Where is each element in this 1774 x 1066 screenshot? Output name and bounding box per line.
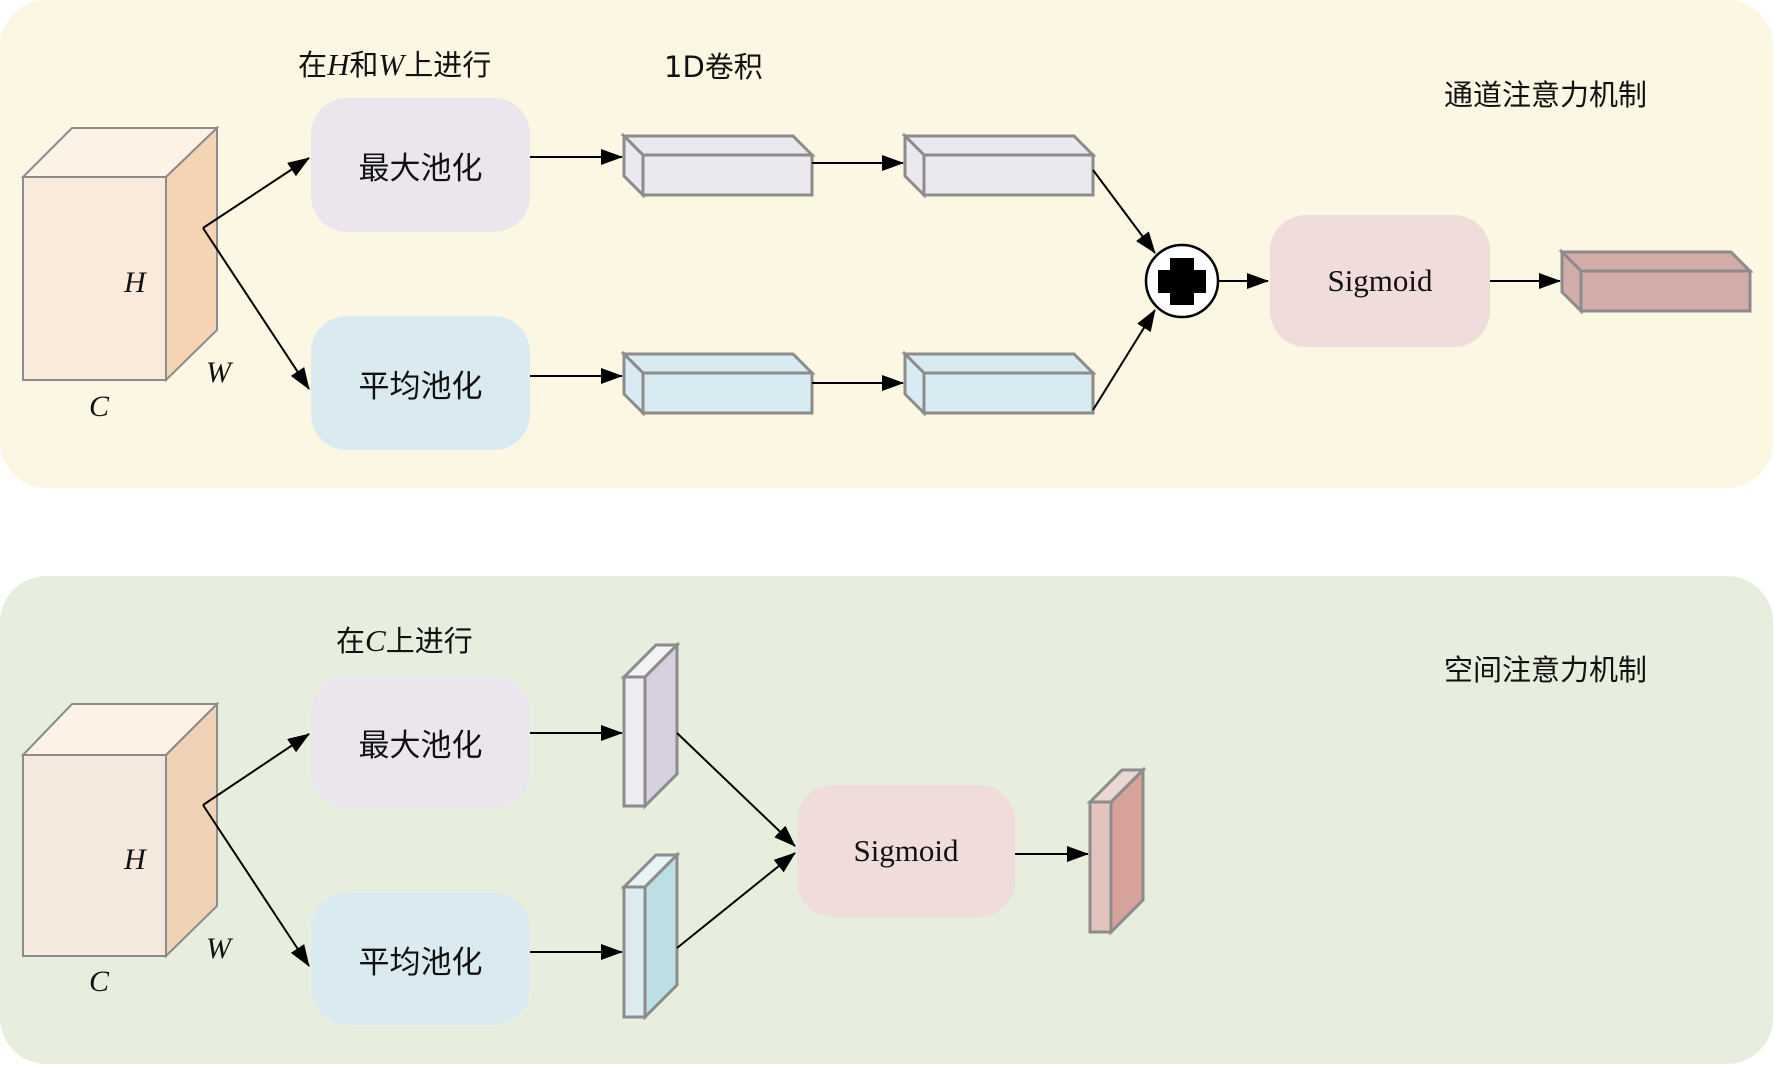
channel-max-pool-box: 最大池化 (311, 98, 530, 232)
arrow-avg-to-add (1092, 309, 1156, 411)
spatial-pooling-caption: 在C上进行 (336, 618, 473, 660)
spatial-cube-label-h: H (124, 843, 146, 876)
max-pool-spatial-map (620, 641, 681, 810)
arrow-max-to-add (1092, 169, 1156, 254)
max-pool-label: 最大池化 (358, 150, 483, 187)
spatial-cube-label-c: C (89, 965, 110, 998)
arrow-to-avg-pool (202, 804, 310, 967)
avg-pool-feature-slab (620, 350, 816, 417)
max-pool-feature-slab (620, 132, 816, 199)
max-conv-feature-slab (901, 132, 1097, 199)
avg-pool-label: 平均池化 (358, 368, 483, 405)
channel-cube-label-w: W (206, 356, 231, 389)
spatial-max-pool-box: 最大池化 (311, 676, 530, 808)
sigmoid-label: Sigmoid (853, 833, 959, 868)
conv-caption: 1D卷积 (664, 50, 763, 84)
spatial-sigmoid-box: Sigmoid (797, 785, 1015, 917)
max-pool-label: 最大池化 (358, 727, 483, 764)
caption-var-w: W (378, 47, 405, 82)
channel-attention-title: 通道注意力机制 (1444, 78, 1648, 112)
arrow-avg-map-to-sigmoid (676, 852, 796, 949)
channel-input-cube (20, 125, 220, 383)
spatial-cube-label-w: W (206, 932, 231, 965)
avg-conv-feature-slab (901, 350, 1097, 417)
arrow-max-map-to-sigmoid (676, 732, 796, 847)
avg-pool-spatial-map (620, 851, 681, 1021)
sigmoid-label: Sigmoid (1327, 263, 1433, 298)
arrow-to-max-pool (202, 733, 310, 806)
caption-var-h: H (327, 47, 350, 82)
channel-attention-output (1558, 248, 1754, 315)
caption-prefix: 在 (336, 624, 366, 658)
channel-avg-pool-box: 平均池化 (311, 316, 530, 450)
arrow-to-max-pool (202, 157, 310, 229)
avg-pool-label: 平均池化 (358, 944, 483, 981)
cube-front-face (22, 176, 167, 381)
add-operation-icon (1144, 243, 1220, 319)
cube-front-face (22, 754, 167, 957)
spatial-input-cube (20, 701, 220, 959)
channel-cube-label-h: H (124, 266, 146, 299)
caption-mid: 和 (349, 48, 379, 82)
caption-suffix: 上进行 (385, 624, 473, 658)
arrow-to-avg-pool (202, 227, 310, 390)
spatial-attention-output (1086, 766, 1147, 936)
channel-sigmoid-box: Sigmoid (1270, 215, 1490, 347)
channel-cube-label-c: C (89, 390, 110, 423)
spatial-avg-pool-box: 平均池化 (311, 893, 530, 1025)
spatial-attention-title: 空间注意力机制 (1444, 653, 1648, 687)
channel-pooling-caption: 在H和W上进行 (298, 42, 491, 84)
caption-suffix: 上进行 (404, 48, 492, 82)
caption-var-c: C (365, 623, 386, 658)
caption-prefix: 在 (298, 48, 328, 82)
